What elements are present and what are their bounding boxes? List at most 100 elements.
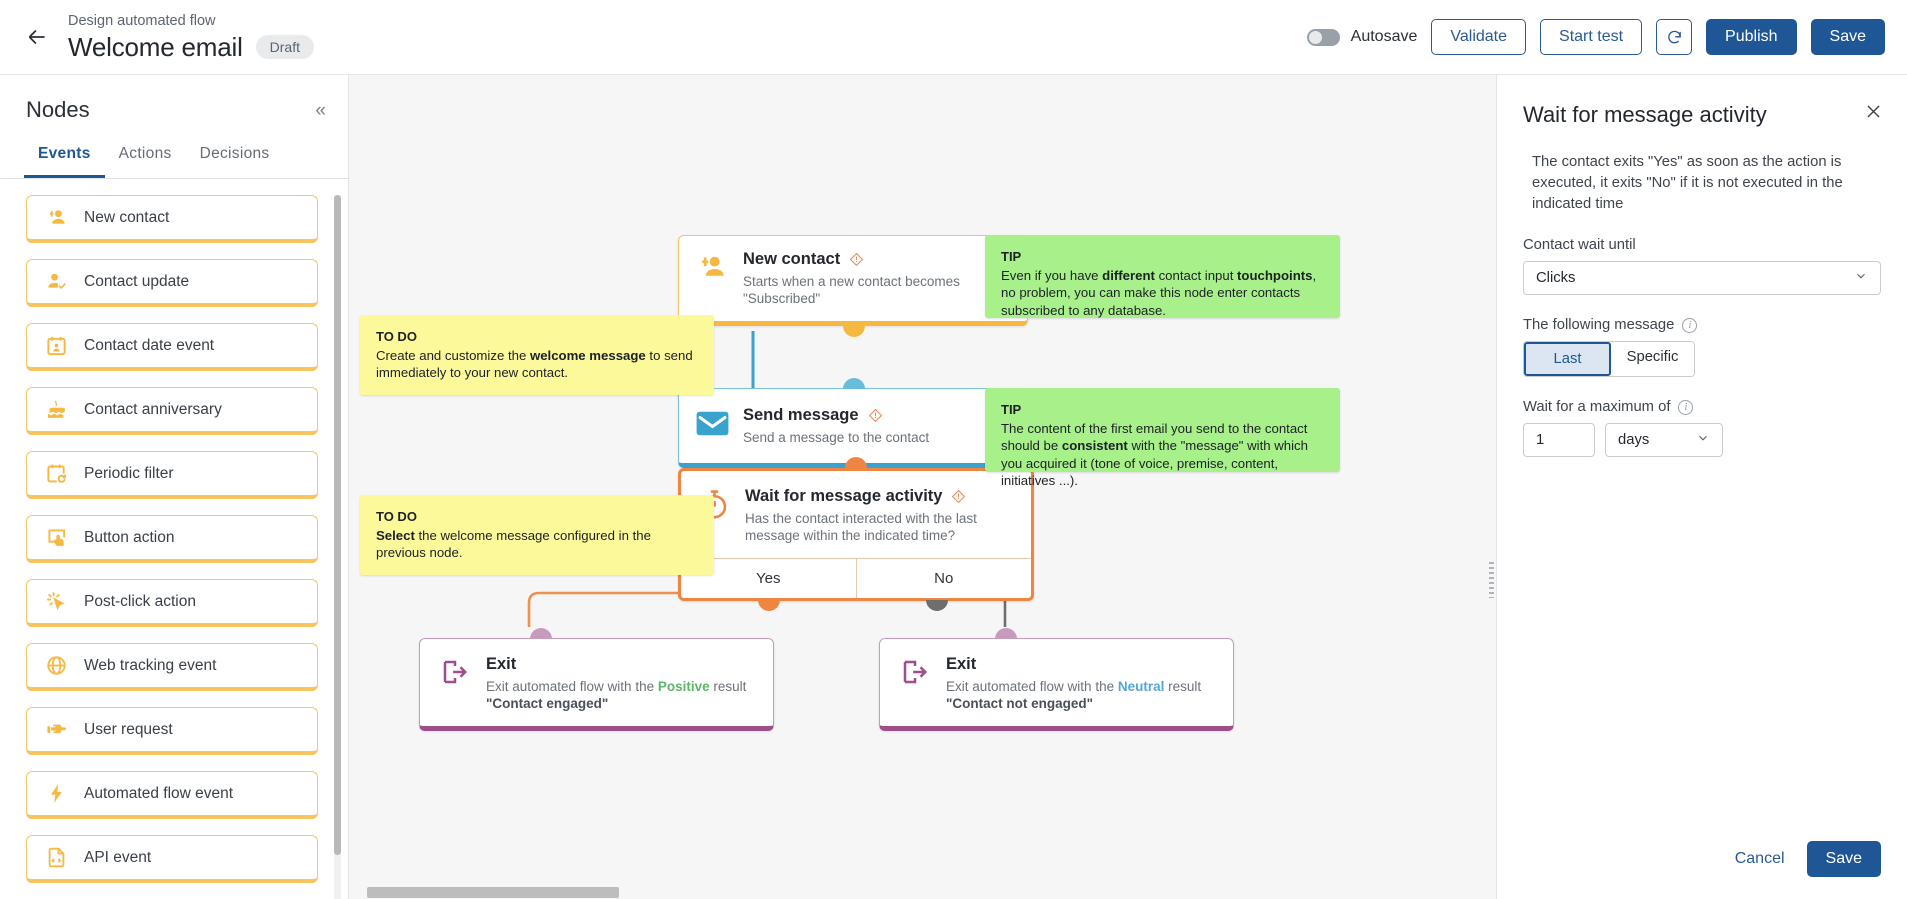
- warning-diamond-icon[interactable]: [849, 252, 864, 267]
- panel-save-button[interactable]: Save: [1806, 841, 1881, 877]
- canvas-hscrollbar-track[interactable]: [349, 886, 1496, 899]
- save-button[interactable]: Save: [1810, 19, 1885, 55]
- sidebar-item-api-event[interactable]: API event: [26, 835, 318, 883]
- canvas-node-new-contact[interactable]: New contact Starts when a new contact be…: [678, 235, 1028, 337]
- tab-actions[interactable]: Actions: [118, 145, 172, 162]
- sidebar-node-list: New contact Contact update: [0, 179, 348, 899]
- desc-suffix: result: [1164, 679, 1202, 694]
- sticky-note-tip-2[interactable]: TIP The content of the first email you s…: [985, 388, 1340, 488]
- sticky-heading: TIP: [1001, 249, 1022, 264]
- result-word: Neutral: [1117, 679, 1165, 694]
- sidebar-item-contact-anniversary[interactable]: Contact anniversary: [26, 387, 318, 435]
- sticky-body: Even if you have different contact input…: [1001, 267, 1317, 318]
- start-test-button[interactable]: Start test: [1540, 19, 1643, 55]
- panel-title: Wait for message activity: [1523, 102, 1767, 127]
- globe-icon: [45, 654, 68, 677]
- node-input-port[interactable]: [843, 378, 865, 389]
- cursor-click-icon: [45, 590, 68, 613]
- segment-last[interactable]: Last: [1524, 342, 1611, 376]
- max-wait-unit-select[interactable]: days: [1605, 423, 1723, 457]
- flow-canvas[interactable]: New contact Starts when a new contact be…: [349, 75, 1496, 899]
- sidebar-item-periodic-filter[interactable]: Periodic filter: [26, 451, 318, 499]
- refresh-button[interactable]: [1656, 19, 1693, 55]
- sidebar-scrollbar-thumb[interactable]: [334, 195, 341, 855]
- sidebar-item-user-request[interactable]: User request: [26, 707, 318, 755]
- autosave-toggle[interactable]: [1306, 28, 1340, 46]
- validate-button[interactable]: Validate: [1431, 19, 1527, 55]
- node-input-port[interactable]: [995, 628, 1017, 639]
- canvas-node-exit-positive[interactable]: Exit Exit automated flow with the Positi…: [419, 628, 774, 731]
- wait-until-field: Contact wait until Clicks: [1497, 237, 1907, 295]
- node-input-port[interactable]: [530, 628, 552, 639]
- following-message-label: The following message: [1523, 317, 1675, 333]
- sticky-body: Select the welcome message configured in…: [376, 527, 651, 561]
- exit-arrow-icon: [898, 655, 932, 689]
- canvas-hscrollbar-thumb[interactable]: [367, 887, 619, 898]
- canvas-node-wait-for-message-activity[interactable]: Wait for message activity Has the contac…: [678, 457, 1034, 611]
- autosave-label: Autosave: [1350, 28, 1418, 45]
- sidebar-item-contact-date-event[interactable]: Contact date event: [26, 323, 318, 371]
- canvas-node-exit-neutral[interactable]: Exit Exit automated flow with the Neutra…: [879, 628, 1234, 731]
- branch-yes[interactable]: Yes: [756, 570, 781, 587]
- canvas-node-send-message[interactable]: Send message Send a message to the conta…: [678, 378, 1028, 479]
- top-bar: Design automated flow Welcome email Draf…: [0, 0, 1907, 75]
- segment-specific[interactable]: Specific: [1611, 342, 1694, 376]
- sticky-note-tip-1[interactable]: TIP Even if you have different contact i…: [985, 235, 1340, 318]
- button-tap-icon: [45, 526, 68, 549]
- sidebar-item-label: Web tracking event: [84, 656, 217, 674]
- sidebar-item-button-action[interactable]: Button action: [26, 515, 318, 563]
- flow-title-block: Design automated flow Welcome email Draf…: [68, 12, 314, 63]
- publish-button[interactable]: Publish: [1706, 19, 1797, 55]
- max-wait-unit-value: days: [1618, 432, 1650, 448]
- node-output-port[interactable]: [843, 326, 865, 337]
- sidebar-item-label: User request: [84, 720, 173, 738]
- branch-no-port[interactable]: [926, 600, 948, 611]
- calendar-refresh-icon: [45, 462, 68, 485]
- sticky-heading: TO DO: [376, 509, 417, 524]
- top-actions: Autosave Validate Start test Publish Sav…: [1306, 19, 1885, 55]
- sticky-note-todo-2[interactable]: TO DO Select the welcome message configu…: [360, 495, 714, 575]
- node-branches: Yes No: [681, 558, 1031, 598]
- warning-diamond-icon[interactable]: [951, 489, 966, 504]
- wait-until-select[interactable]: Clicks: [1523, 261, 1881, 295]
- lightning-bolt-icon: [45, 782, 68, 805]
- node-description: Starts when a new contact becomes "Subsc…: [743, 274, 960, 306]
- chevron-double-left-icon[interactable]: «: [315, 99, 326, 121]
- node-description: Exit automated flow with the Positive re…: [486, 678, 757, 712]
- sticky-body: Create and customize the welcome message…: [376, 347, 693, 381]
- sidebar-item-post-click-action[interactable]: Post-click action: [26, 579, 318, 627]
- sticky-heading: TO DO: [376, 329, 417, 344]
- branch-no[interactable]: No: [855, 559, 1032, 598]
- back-button[interactable]: [14, 14, 60, 60]
- autosave-control[interactable]: Autosave: [1306, 28, 1418, 46]
- sidebar-tabs: Events Actions Decisions: [0, 137, 348, 179]
- max-wait-input[interactable]: [1523, 423, 1595, 457]
- desc-prefix: Exit automated flow with the: [486, 679, 658, 694]
- following-message-label-row: The following message i: [1523, 317, 1881, 333]
- tab-decisions[interactable]: Decisions: [199, 145, 270, 162]
- panel-cancel-button[interactable]: Cancel: [1734, 850, 1785, 867]
- sidebar-item-web-tracking-event[interactable]: Web tracking event: [26, 643, 318, 691]
- branch-yes-port[interactable]: [758, 600, 780, 611]
- code-file-icon: [45, 846, 68, 869]
- sidebar-item-contact-update[interactable]: Contact update: [26, 259, 318, 307]
- node-title: Exit: [486, 655, 517, 673]
- sidebar-item-new-contact[interactable]: New contact: [26, 195, 318, 243]
- tab-events[interactable]: Events: [24, 137, 105, 178]
- sidebar-item-label: Contact anniversary: [84, 400, 222, 418]
- sticky-note-todo-1[interactable]: TO DO Create and customize the welcome m…: [360, 315, 714, 395]
- sidebar-item-label: API event: [84, 848, 152, 866]
- info-icon[interactable]: i: [1682, 317, 1698, 333]
- warning-diamond-icon[interactable]: [868, 408, 883, 423]
- sidebar-item-label: Automated flow event: [84, 784, 234, 802]
- sidebar-item-automated-flow-event[interactable]: Automated flow event: [26, 771, 318, 819]
- info-icon[interactable]: i: [1678, 399, 1694, 415]
- panel-resize-handle[interactable]: [1486, 557, 1497, 603]
- wait-until-label: Contact wait until: [1523, 237, 1636, 253]
- close-icon[interactable]: [1864, 102, 1883, 125]
- person-add-icon: [45, 206, 68, 229]
- node-title: New contact: [743, 250, 841, 268]
- node-input-port[interactable]: [845, 457, 867, 468]
- node-description: Has the contact interacted with the last…: [745, 511, 977, 543]
- panel-header: Wait for message activity: [1497, 75, 1907, 128]
